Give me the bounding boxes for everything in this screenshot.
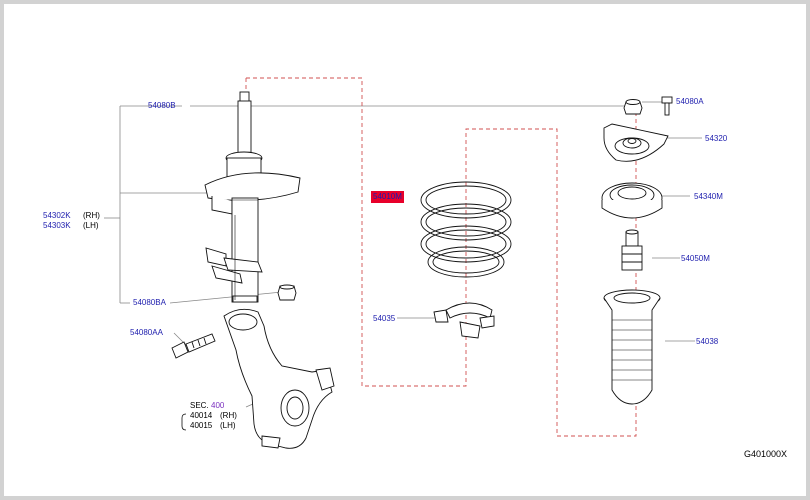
label-54035[interactable]: 54035	[373, 314, 396, 323]
bump-stopper	[621, 229, 643, 271]
label-sec-400[interactable]: 400	[211, 401, 225, 410]
label-54302K[interactable]: 54302K	[43, 211, 71, 220]
dust-boot	[603, 289, 661, 405]
label-sec: SEC.	[190, 401, 209, 410]
steering-knuckle	[223, 308, 335, 449]
spring-seat	[433, 302, 495, 339]
label-54340M[interactable]: 54340M	[694, 192, 723, 201]
strut-assembly	[204, 91, 301, 303]
label-54010M-highlighted[interactable]: 54010M	[371, 191, 404, 203]
coil-spring	[420, 181, 512, 278]
label-54080A[interactable]: 54080A	[676, 97, 704, 106]
label-40014: 40014	[190, 411, 213, 420]
mount-nut	[623, 96, 673, 116]
label-rh-strut: (RH)	[83, 211, 100, 220]
label-54080BA[interactable]: 54080BA	[133, 298, 166, 307]
dashed-guides	[245, 77, 637, 437]
label-lh-strut: (LH)	[83, 221, 99, 230]
bolt-54080AA	[171, 333, 216, 359]
label-40015: 40015	[190, 421, 213, 430]
label-54080AA[interactable]: 54080AA	[130, 328, 163, 337]
label-54303K[interactable]: 54303K	[43, 221, 71, 230]
strut-mount	[603, 123, 669, 162]
label-54038[interactable]: 54038	[696, 337, 719, 346]
mount-bearing	[601, 182, 663, 219]
nut-54080BA	[277, 284, 297, 301]
label-54320[interactable]: 54320	[705, 134, 728, 143]
label-40014-side: (RH)	[220, 411, 237, 420]
diagram-code: G401000X	[744, 449, 788, 459]
label-54080B[interactable]: 54080B	[148, 101, 176, 110]
label-54050M[interactable]: 54050M	[681, 254, 710, 263]
label-40015-side: (LH)	[220, 421, 236, 430]
